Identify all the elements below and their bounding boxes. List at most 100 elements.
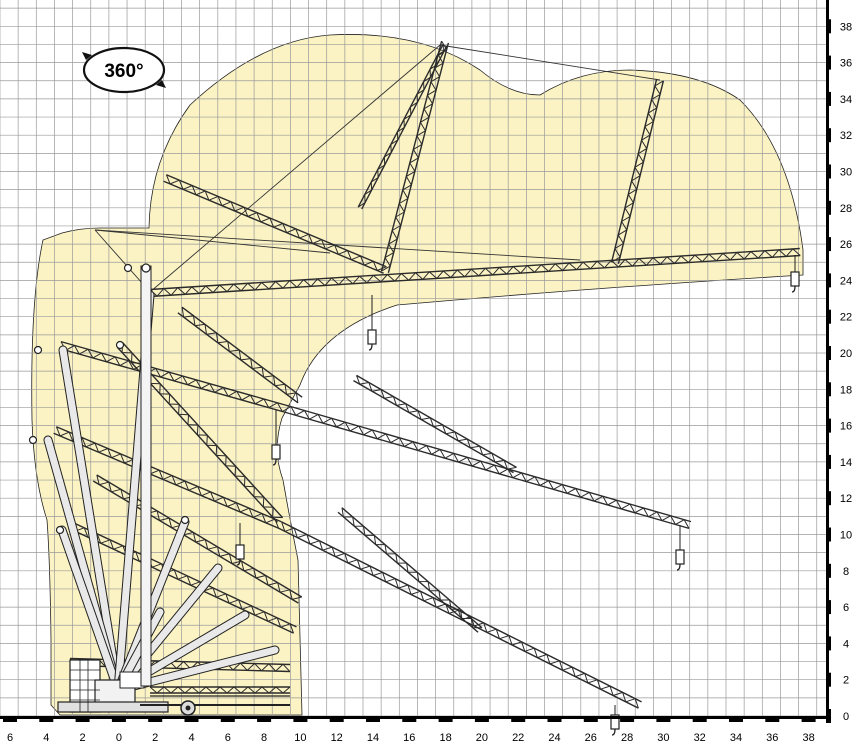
y-tick-label: 28 (840, 203, 852, 215)
y-tick (826, 709, 831, 723)
hook-block (271, 410, 281, 466)
x-axis-bar (0, 716, 826, 719)
x-tick-label: 30 (657, 732, 669, 744)
x-tick (583, 719, 598, 722)
x-tick (184, 719, 199, 722)
y-tick-label: 18 (840, 384, 852, 396)
rotation-badge: 360° (82, 46, 166, 94)
x-tick (438, 719, 453, 722)
pivot-pin (123, 263, 133, 273)
x-tick-label: 24 (548, 732, 560, 744)
x-tick-label: 4 (43, 732, 49, 744)
x-tick-label: 34 (730, 732, 742, 744)
y-tick (826, 346, 831, 360)
x-tick (148, 719, 163, 722)
x-tick (511, 719, 526, 722)
pivot-pin (28, 435, 38, 445)
y-tick (826, 563, 831, 578)
x-tick (620, 719, 635, 722)
y-tick-label: 30 (840, 167, 852, 179)
hook-block (235, 523, 245, 566)
x-tick (293, 719, 308, 722)
strut-3 (57, 525, 123, 695)
x-tick-label: 38 (802, 732, 814, 744)
y-tick-label: 2 (843, 675, 849, 687)
x-tick-label: 6 (225, 732, 231, 744)
y-tick-label: 20 (840, 348, 852, 360)
pivot-pin (33, 345, 43, 355)
x-tick (257, 719, 272, 722)
x-tick (366, 719, 380, 722)
x-tick (39, 719, 54, 722)
x-tick (111, 719, 126, 722)
x-tick-label: 22 (512, 732, 524, 744)
y-tick-label: 16 (840, 421, 852, 433)
y-tick (826, 527, 831, 542)
x-tick-label: 16 (403, 732, 415, 744)
y-tick-label: 38 (840, 21, 852, 33)
x-tick-label: 26 (585, 732, 597, 744)
y-tick (826, 418, 831, 433)
y-tick (826, 128, 831, 143)
x-tick-label: 10 (294, 732, 306, 744)
tower-mast (140, 263, 152, 687)
y-tick-label: 6 (843, 602, 849, 614)
x-tick-label: 4 (188, 732, 194, 744)
x-tick (547, 719, 562, 722)
y-tick (826, 91, 831, 106)
pivot-pin (115, 340, 125, 350)
y-tick (826, 200, 831, 215)
x-tick-label: 14 (367, 732, 379, 744)
y-tick-label: 32 (840, 130, 852, 142)
y-tick (826, 672, 831, 687)
y-tick (826, 382, 831, 397)
crane-base (57, 659, 290, 716)
y-tick-label: 36 (840, 58, 852, 70)
strut-6 (113, 563, 223, 695)
x-tick (729, 719, 743, 722)
pivot-pin (180, 515, 190, 525)
cable (149, 44, 441, 293)
cable (439, 44, 661, 81)
hook-blocks (235, 255, 800, 736)
y-tick (826, 491, 831, 506)
rotation-label: 360° (104, 61, 143, 82)
inclined-jib-2 (353, 374, 517, 474)
y-tick-label: 22 (840, 312, 852, 324)
x-tick-label: 18 (439, 732, 451, 744)
inclined-jib-5 (337, 507, 483, 633)
y-axis-ticks (826, 19, 831, 723)
x-tick (765, 719, 780, 722)
jib-upper-left (163, 174, 387, 274)
jib-tip-extension (357, 43, 448, 210)
x-tick (75, 719, 90, 722)
y-tick (826, 164, 831, 179)
luffing-jib-outer (610, 78, 665, 265)
hook-block (790, 255, 800, 293)
y-tick (826, 237, 831, 252)
y-tick-label: 26 (840, 239, 852, 251)
x-tick (3, 719, 17, 722)
x-tick-label: 0 (116, 732, 122, 744)
x-tick (801, 719, 816, 722)
x-tick-label: 6 (7, 732, 13, 744)
y-tick (826, 55, 831, 70)
rotation-360-icon (82, 46, 166, 94)
x-tick-label: 20 (476, 732, 488, 744)
x-tick (692, 719, 707, 722)
x-tick-label: 32 (694, 732, 706, 744)
y-tick-label: 10 (840, 530, 852, 542)
y-tick (826, 454, 831, 469)
cable (94, 229, 581, 261)
y-tick-label: 8 (843, 566, 849, 578)
luffing-jib-high (380, 40, 450, 274)
hook-block (610, 705, 620, 736)
x-tick-label: 28 (621, 732, 633, 744)
pivot-pin (55, 525, 65, 535)
y-tick (826, 273, 831, 288)
inclined-jib-3 (177, 306, 303, 404)
y-tick (826, 309, 831, 324)
